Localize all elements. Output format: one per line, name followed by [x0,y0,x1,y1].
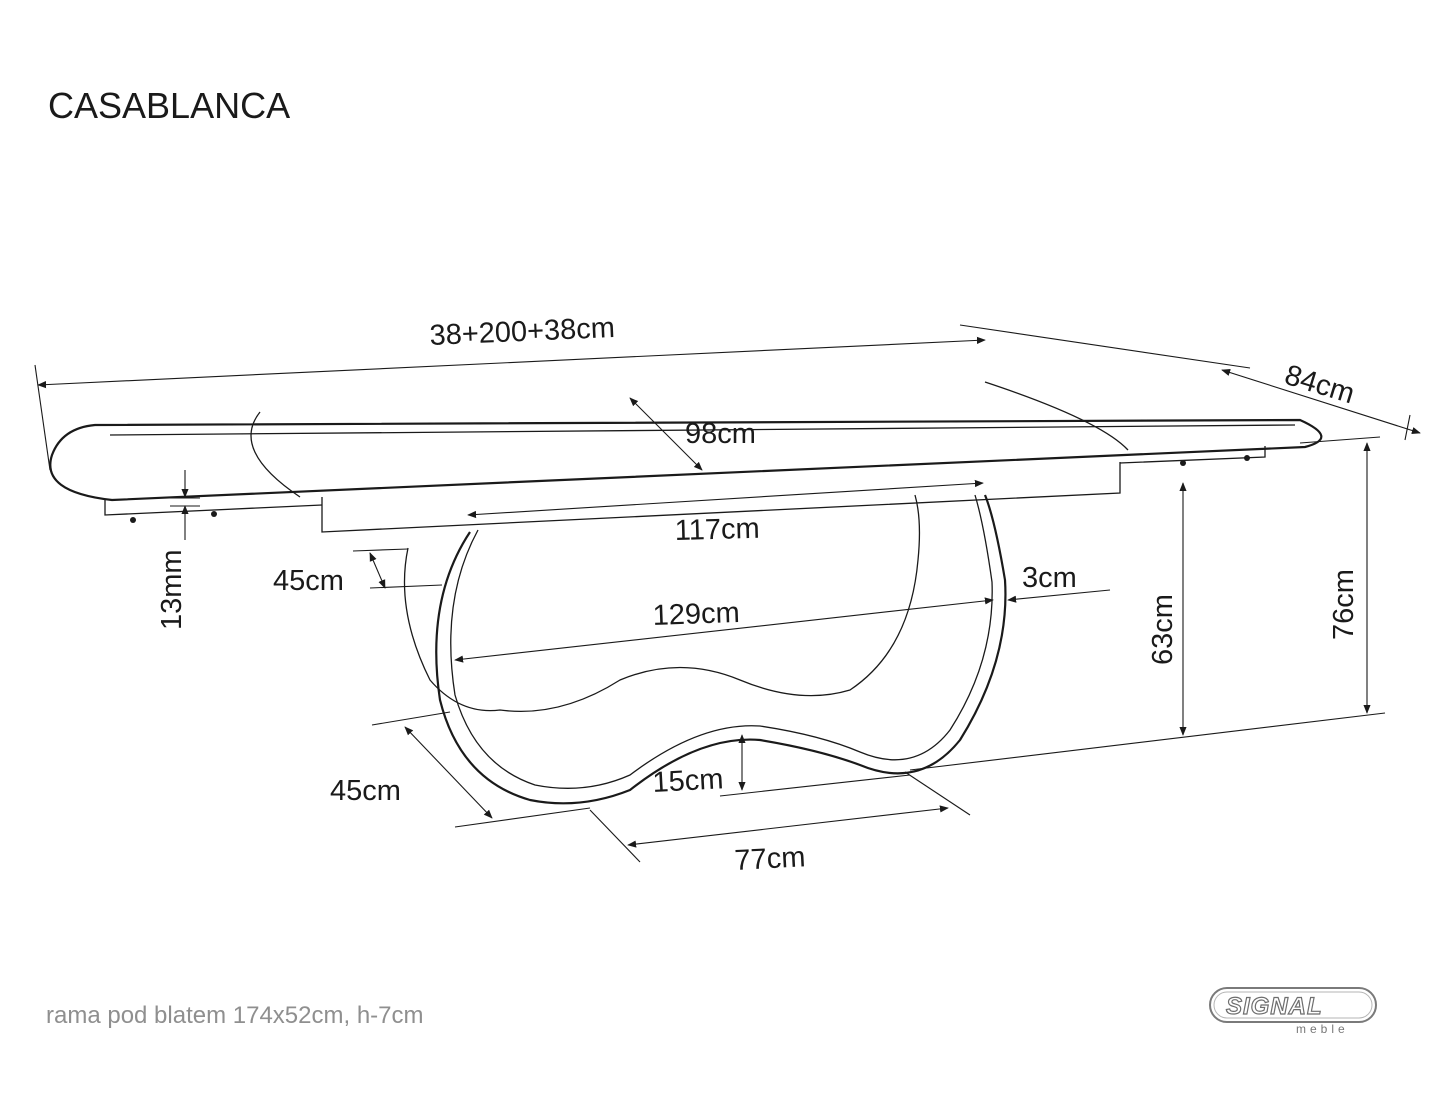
arch-height-label: 15cm [652,763,724,799]
frame-length-label: 117cm [674,513,760,547]
logo-brand: SIGNAL [1226,993,1323,1020]
under-height-label: 63cm [1147,594,1179,665]
top-thickness-label: 13mm [156,549,188,630]
base-span-label: 129cm [652,597,740,632]
inner-width-label: 98cm [685,418,756,450]
ring-thickness-label: 45cm [273,565,344,597]
length-label: 38+200+38cm [429,312,616,352]
width-label: 84cm [1281,359,1358,410]
table-top [49,381,1323,533]
base-depth-label: 45cm [330,775,401,807]
footer-note: rama pod blatem 174x52cm, h-7cm [46,1002,424,1029]
signal-logo: SIGNAL meble [1209,987,1377,1036]
base-length-label: 77cm [734,841,806,877]
product-title: CASABLANCA [48,85,290,126]
logo-sub: meble [1296,1022,1349,1036]
total-height-label: 76cm [1328,569,1360,640]
ring-wall-label: 3cm [1022,562,1077,594]
